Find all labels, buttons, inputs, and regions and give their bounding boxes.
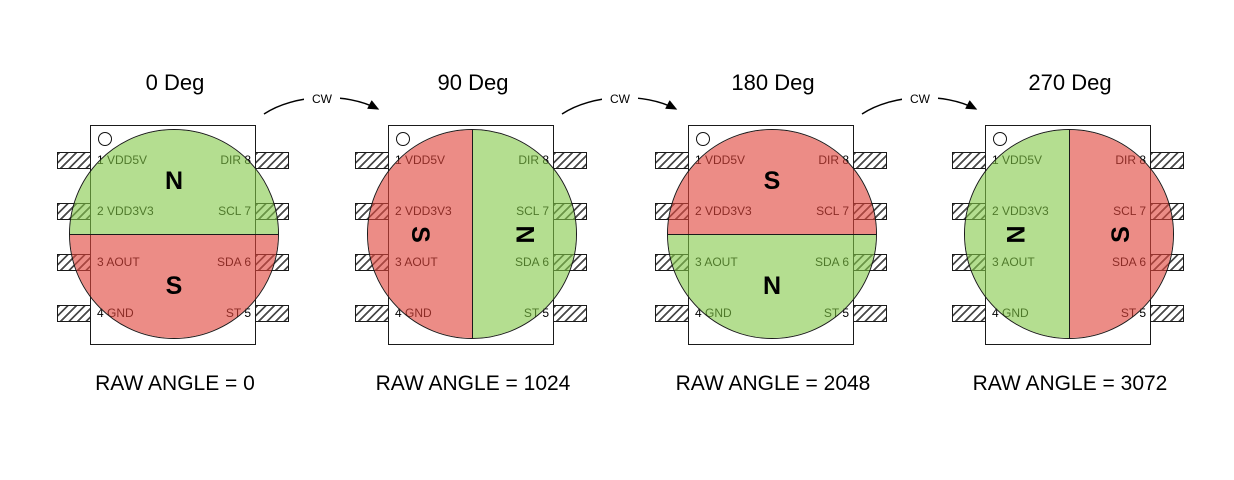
pole-letter: S [406, 225, 435, 243]
cw-arrow-3: CW [856, 84, 988, 128]
pole-letter: N [510, 224, 539, 244]
pin-1-lead [952, 152, 986, 169]
panel-0deg: 0 Deg 1 VDD5V 2 VDD3V3 3 AOUT 4 GND DIR … [25, 0, 325, 480]
raw-angle-label: RAW ANGLE = 3072 [972, 372, 1168, 395]
pin-8-lead [255, 152, 289, 169]
pin-1-lead [655, 152, 689, 169]
panel-title: 90 Deg [437, 70, 509, 95]
cw-arrow-icon: CW [561, 91, 678, 115]
cw-arrow-1: CW [258, 84, 390, 128]
pin-1-lead [355, 152, 389, 169]
pin-8-lead [853, 152, 887, 169]
cw-arrow-2: CW [556, 84, 688, 128]
pin1-indicator-icon [98, 132, 112, 146]
raw-angle-label: RAW ANGLE = 0 [95, 372, 255, 395]
pin-4-lead [355, 305, 389, 322]
magnet: S N [667, 129, 877, 339]
pin-5-lead [1150, 305, 1184, 322]
cw-label: CW [312, 92, 333, 106]
panel-title: 270 Deg [1028, 70, 1112, 95]
pole-letter: S [763, 167, 781, 196]
pole-letter: N [1002, 224, 1031, 244]
pin1-indicator-icon [396, 132, 410, 146]
magnet: N S [69, 129, 279, 339]
magnet: N S [964, 129, 1174, 339]
pin-4-lead [57, 305, 91, 322]
cw-label: CW [910, 92, 931, 106]
pin-5-lead [853, 305, 887, 322]
pin-4-lead [952, 305, 986, 322]
panel-180deg: 180 Deg 1 VDD5V 2 VDD3V3 3 AOUT 4 GND DI… [623, 0, 923, 480]
pole-letter: S [165, 271, 183, 300]
pin-1-lead [57, 152, 91, 169]
pin1-indicator-icon [993, 132, 1007, 146]
panel-270deg: 270 Deg 1 VDD5V 2 VDD3V3 3 AOUT 4 GND DI… [920, 0, 1220, 480]
pin-5-lead [553, 305, 587, 322]
pole-letter: N [762, 271, 782, 300]
pole-letter: S [1106, 225, 1135, 243]
pole-letter: N [164, 167, 184, 196]
magnet: S N [367, 129, 577, 339]
raw-angle-label: RAW ANGLE = 1024 [375, 372, 571, 395]
cw-arrow-icon: CW [263, 91, 380, 115]
panel-title: 180 Deg [731, 70, 815, 95]
panel-90deg: 90 Deg 1 VDD5V 2 VDD3V3 3 AOUT 4 GND DIR… [323, 0, 623, 480]
pin-5-lead [255, 305, 289, 322]
cw-label: CW [610, 92, 631, 106]
raw-angle-label: RAW ANGLE = 2048 [675, 372, 871, 395]
pin-8-lead [1150, 152, 1184, 169]
panel-title: 0 Deg [145, 70, 205, 95]
cw-arrow-icon: CW [861, 91, 978, 115]
pin1-indicator-icon [696, 132, 710, 146]
pin-4-lead [655, 305, 689, 322]
pin-8-lead [553, 152, 587, 169]
